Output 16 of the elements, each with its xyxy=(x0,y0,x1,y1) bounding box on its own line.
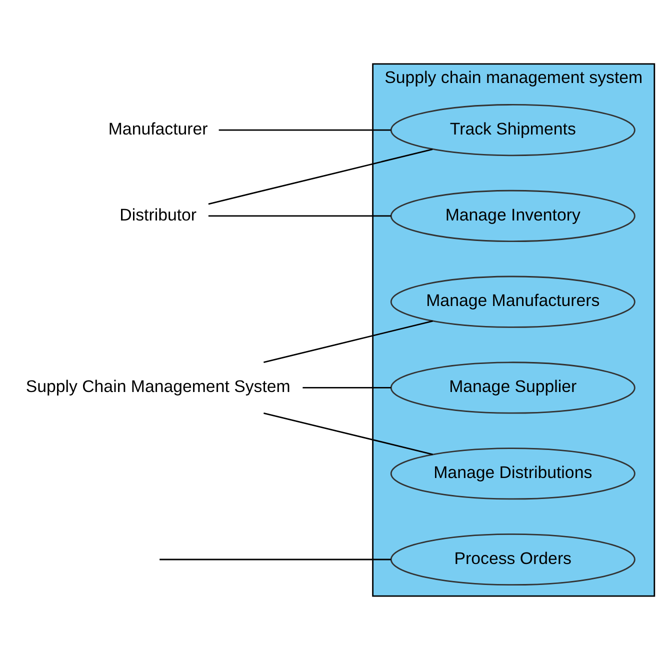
node-ellipse: Manage Manufacturers xyxy=(390,276,636,328)
connector xyxy=(302,387,391,388)
node-ellipse: Manage Supplier xyxy=(390,362,636,414)
node-text: Distributor xyxy=(120,205,197,224)
node-ellipse: Track Shipments xyxy=(390,104,636,156)
connector xyxy=(160,558,391,560)
node-ellipse: Process Orders xyxy=(390,533,636,586)
node-text: Supply Chain Management System xyxy=(26,377,290,396)
node-ellipse: Manage Inventory xyxy=(390,190,636,242)
node-ellipse: Manage Distributions xyxy=(390,448,636,500)
node-text: Manufacturer xyxy=(108,119,208,138)
connector xyxy=(264,320,433,363)
connector xyxy=(208,148,433,205)
connector xyxy=(264,412,433,456)
connector xyxy=(218,129,391,131)
connector xyxy=(208,215,391,217)
